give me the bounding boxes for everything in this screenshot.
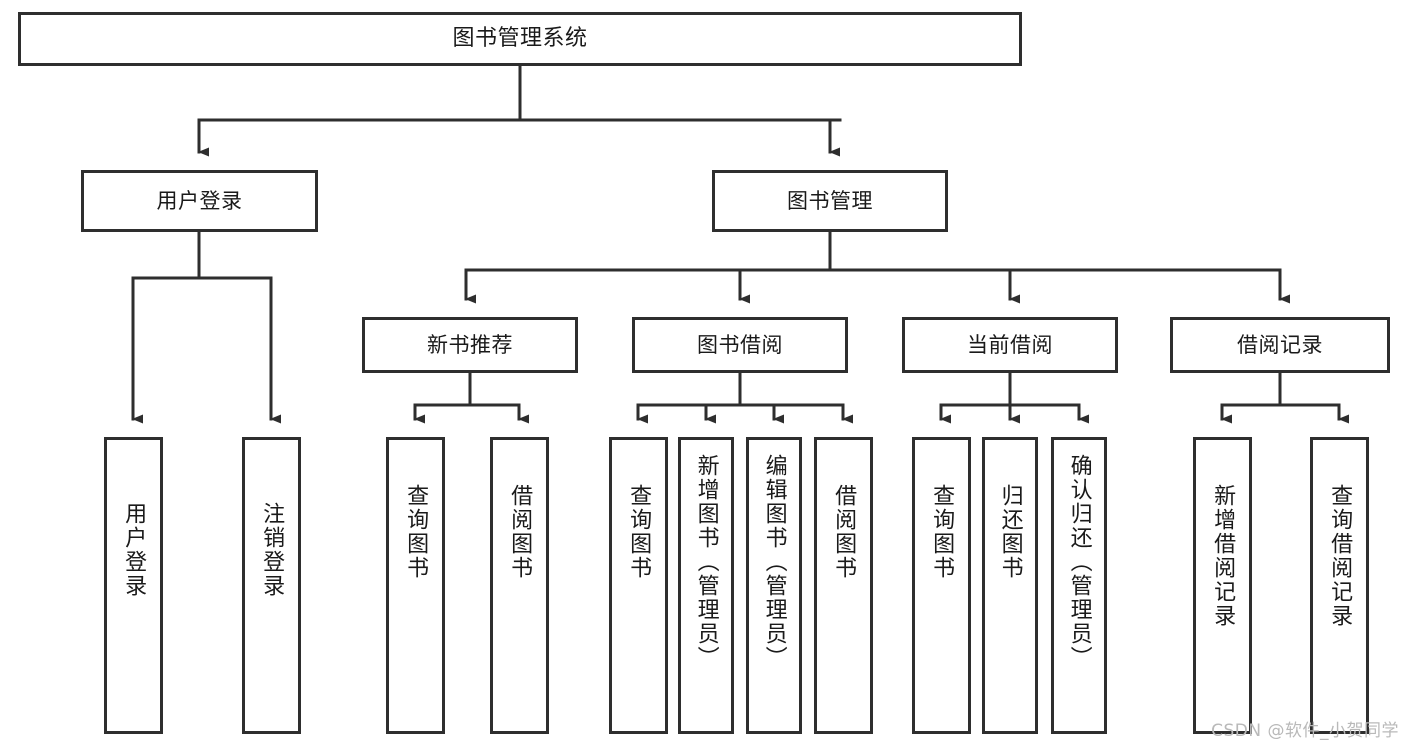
node-leaf-query-book-1-label: 查询图书 bbox=[403, 484, 429, 580]
node-leaf-query-book-3-label: 查询图书 bbox=[929, 484, 955, 580]
node-leaf-borrow-book-1-label: 借阅图书 bbox=[507, 484, 533, 580]
node-leaf-confirm-return[interactable]: 确认归还（管理员） bbox=[1051, 437, 1107, 734]
node-leaf-query-book-1[interactable]: 查询图书 bbox=[386, 437, 445, 734]
csdn-watermark: CSDN @软件_小贺同学 bbox=[1211, 721, 1399, 741]
node-book-management-label: 图书管理 bbox=[787, 188, 873, 213]
node-root-label: 图书管理系统 bbox=[452, 26, 588, 52]
node-leaf-add-record-label: 新增借阅记录 bbox=[1210, 484, 1236, 628]
node-leaf-return-book[interactable]: 归还图书 bbox=[982, 437, 1038, 734]
node-leaf-edit-book-label: 编辑图书（管理员） bbox=[761, 454, 787, 670]
node-leaf-query-record[interactable]: 查询借阅记录 bbox=[1310, 437, 1369, 734]
node-leaf-borrow-book-2-label: 借阅图书 bbox=[831, 484, 857, 580]
node-user-login-label: 用户登录 bbox=[156, 188, 243, 213]
node-leaf-add-book[interactable]: 新增图书（管理员） bbox=[678, 437, 734, 734]
node-leaf-query-book-2[interactable]: 查询图书 bbox=[609, 437, 668, 734]
node-leaf-return-book-label: 归还图书 bbox=[997, 484, 1023, 580]
node-user-login[interactable]: 用户登录 bbox=[81, 170, 318, 232]
node-new-book-recommend[interactable]: 新书推荐 bbox=[362, 317, 578, 373]
node-borrow-record-label: 借阅记录 bbox=[1237, 332, 1323, 357]
node-new-book-recommend-label: 新书推荐 bbox=[427, 332, 513, 357]
node-leaf-borrow-book-1[interactable]: 借阅图书 bbox=[490, 437, 549, 734]
node-leaf-logout-login-label: 注销登录 bbox=[259, 502, 285, 598]
node-leaf-query-record-label: 查询借阅记录 bbox=[1327, 484, 1353, 628]
node-leaf-edit-book[interactable]: 编辑图书（管理员） bbox=[746, 437, 802, 734]
node-leaf-user-login[interactable]: 用户登录 bbox=[104, 437, 163, 734]
node-current-borrow-label: 当前借阅 bbox=[967, 332, 1053, 357]
node-borrow-record[interactable]: 借阅记录 bbox=[1170, 317, 1390, 373]
node-leaf-add-record[interactable]: 新增借阅记录 bbox=[1193, 437, 1252, 734]
node-leaf-add-book-label: 新增图书（管理员） bbox=[693, 454, 719, 670]
node-current-borrow[interactable]: 当前借阅 bbox=[902, 317, 1118, 373]
node-leaf-user-login-label: 用户登录 bbox=[121, 502, 147, 598]
node-book-borrow[interactable]: 图书借阅 bbox=[632, 317, 848, 373]
node-leaf-query-book-3[interactable]: 查询图书 bbox=[912, 437, 971, 734]
node-book-borrow-label: 图书借阅 bbox=[697, 332, 783, 357]
node-leaf-logout-login[interactable]: 注销登录 bbox=[242, 437, 301, 734]
node-leaf-query-book-2-label: 查询图书 bbox=[626, 484, 652, 580]
node-leaf-confirm-return-label: 确认归还（管理员） bbox=[1066, 454, 1092, 670]
node-book-management[interactable]: 图书管理 bbox=[712, 170, 948, 232]
node-leaf-borrow-book-2[interactable]: 借阅图书 bbox=[814, 437, 873, 734]
node-root[interactable]: 图书管理系统 bbox=[18, 12, 1022, 66]
